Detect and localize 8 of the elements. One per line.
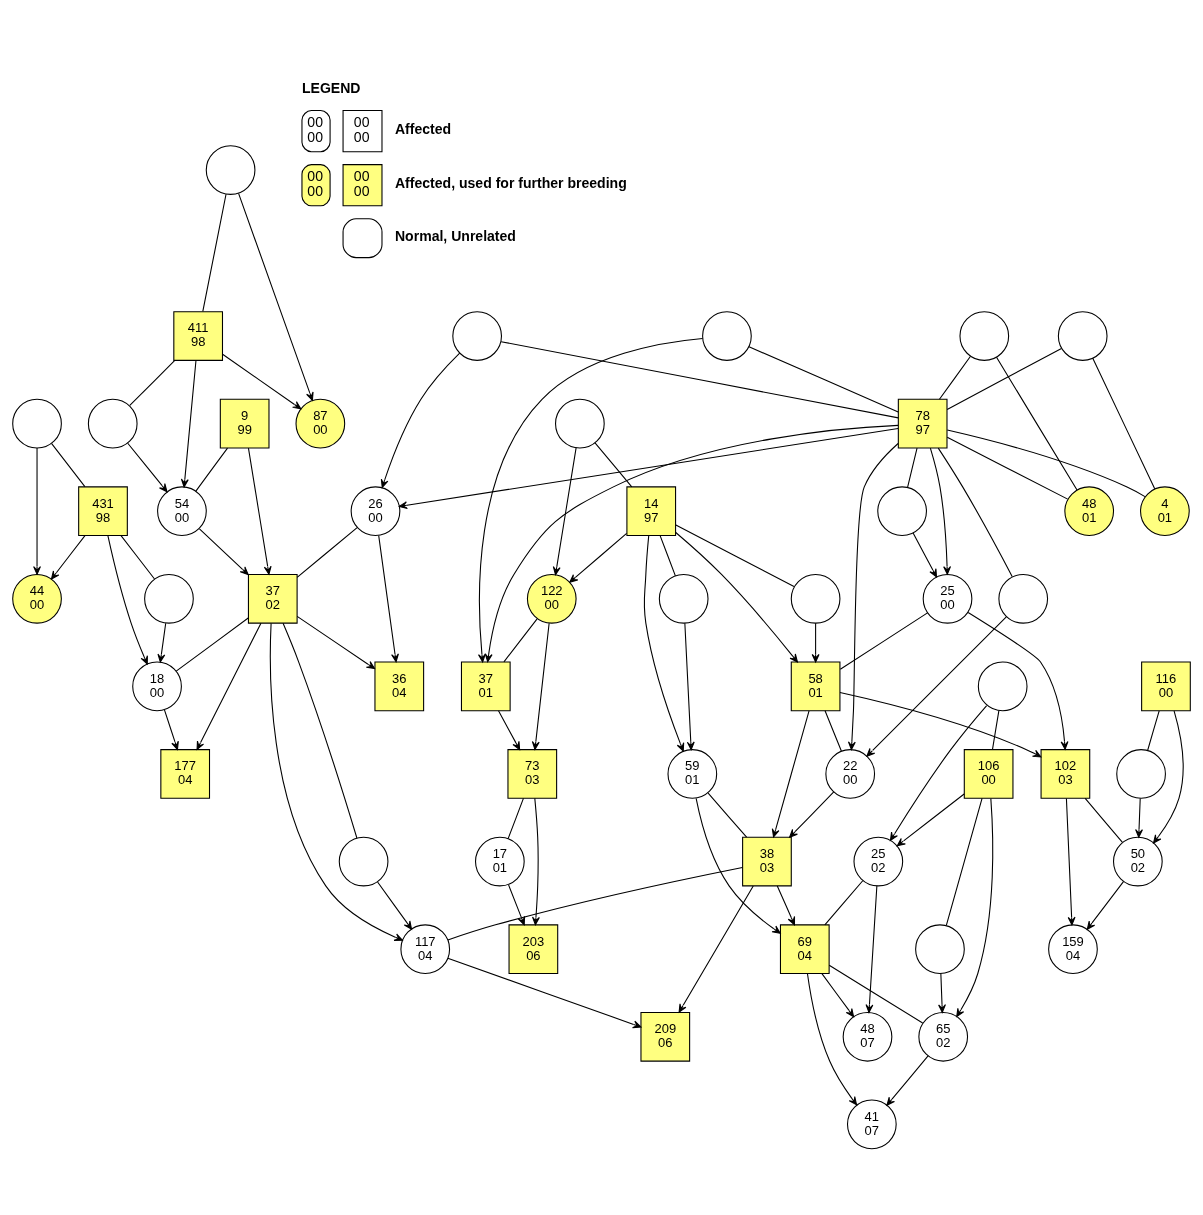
legend-label: Normal, Unrelated [394,227,516,244]
label: 00 00 [307,167,323,199]
legend-label: Affected, used for further breeding [394,174,627,191]
label: LEGEND [301,79,361,96]
label: 00 00 [353,167,370,199]
label: 00 00 [353,113,370,145]
legend-label: Affected [394,120,452,137]
label: 00 00 [307,113,323,145]
